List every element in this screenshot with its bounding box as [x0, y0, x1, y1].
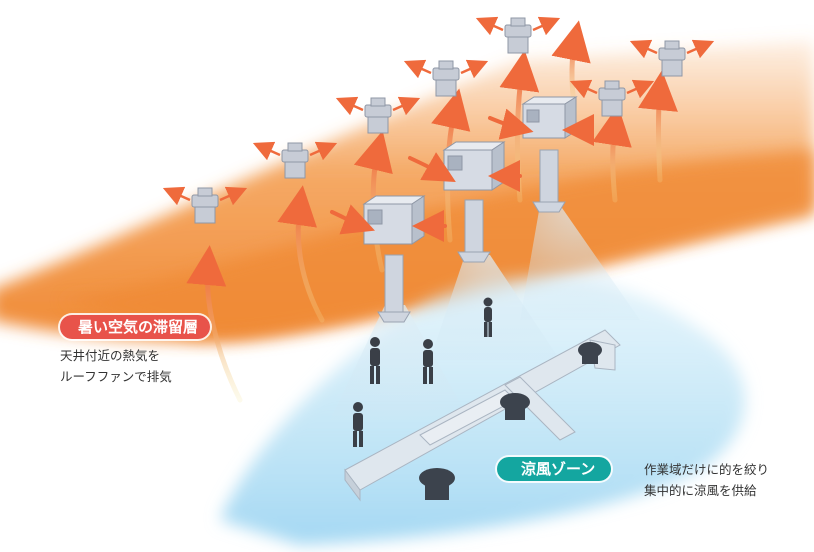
cooler-columns	[377, 149, 566, 323]
cool-zone-desc-line1: 作業域だけに的を絞り	[644, 462, 770, 477]
hot-zone-desc-line1: 天井付近の熱気を	[60, 348, 161, 363]
hot-zone-label: 暑い空気の滞留層	[60, 315, 211, 339]
roof-fan-icon	[658, 40, 686, 77]
roof-fan-icon	[504, 17, 532, 54]
hot-zone-desc-line2: ルーフファンで排気	[60, 369, 172, 384]
workers	[353, 297, 493, 447]
worker-icon	[423, 339, 433, 384]
cool-zone-desc-line2: 集中的に涼風を供給	[644, 483, 757, 498]
roof-fan-icon	[364, 97, 392, 134]
cool-zone-label: 涼風ゾーン	[497, 457, 612, 481]
cooler-unit-icon	[442, 141, 506, 191]
duct-outlets	[419, 342, 602, 500]
exhaust-arrows	[162, 16, 715, 206]
roof-fans	[191, 17, 686, 224]
duct-system	[344, 329, 621, 502]
roof-fan-icon	[432, 60, 460, 97]
worker-icon	[483, 297, 493, 337]
worker-icon	[370, 337, 380, 384]
cooler-unit-icon	[362, 195, 426, 245]
cooler-unit-icon	[521, 96, 578, 139]
roof-fan-icon	[281, 142, 309, 179]
cool-zone-description: 作業域だけに的を絞り 集中的に涼風を供給	[644, 459, 769, 501]
roof-fan-icon	[598, 80, 626, 117]
intake-arrows	[330, 108, 594, 242]
roof-fan-icon	[191, 187, 219, 224]
worker-icon	[353, 402, 363, 447]
hot-zone-description: 天井付近の熱気を ルーフファンで排気	[60, 345, 172, 387]
